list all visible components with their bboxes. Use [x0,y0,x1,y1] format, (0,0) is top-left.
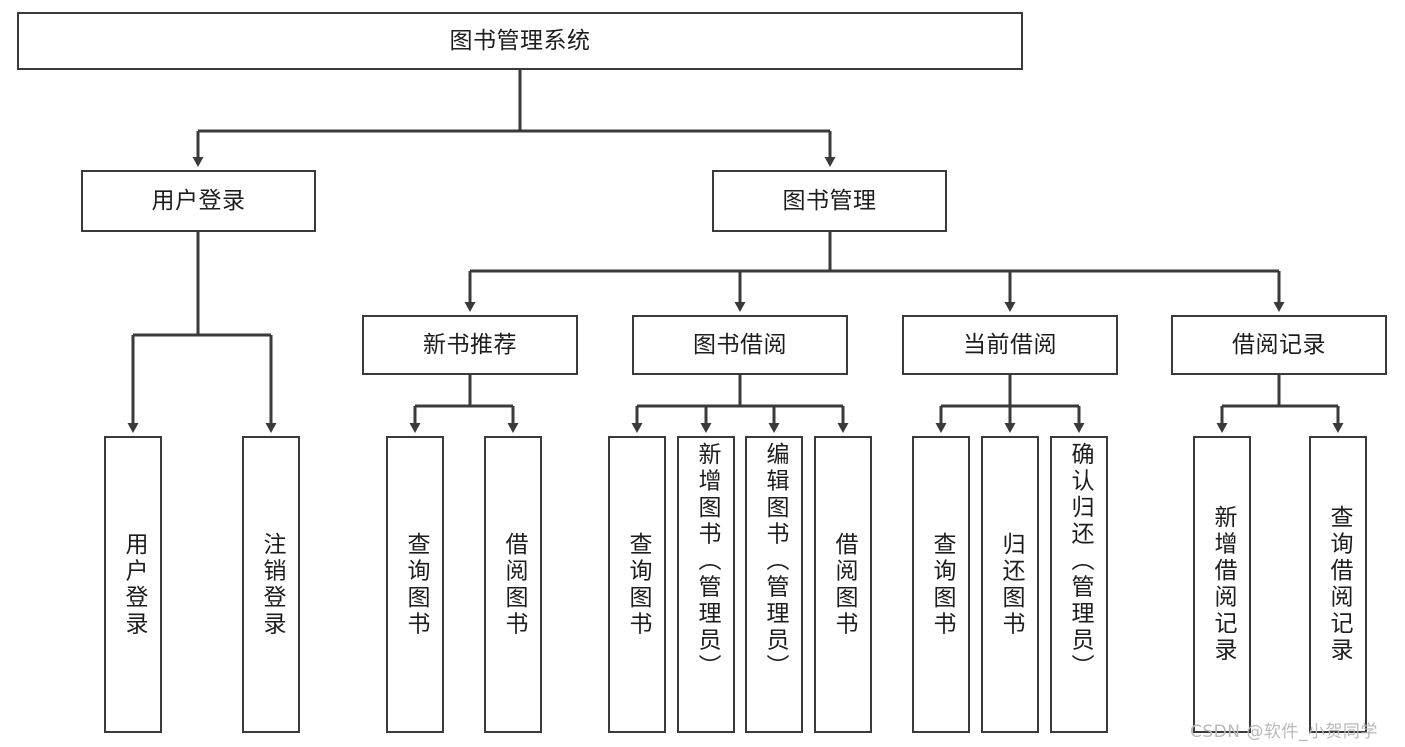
node-label: 新书推荐 [423,331,517,358]
leaf-borrow-book[interactable]: 借阅图书 [814,436,872,733]
node-label: 图书管理 [782,187,877,214]
leaf-confirm-return-admin[interactable]: 确认归还（管理员） [1050,436,1108,733]
node-root-book-management-system[interactable]: 图书管理系统 [17,12,1023,70]
leaf-query-book-current[interactable]: 查询图书 [912,436,970,733]
node-label: 图书借阅 [693,331,787,358]
node-label: 编辑图书（管理员） [761,442,788,681]
leaf-edit-book-admin[interactable]: 编辑图书（管理员） [745,436,803,733]
node-label: 借阅记录 [1232,331,1326,358]
node-label: 借阅图书 [500,531,527,638]
node-label: 查询图书 [624,531,651,638]
node-book-management[interactable]: 图书管理 [712,170,947,232]
leaf-query-borrow-record[interactable]: 查询借阅记录 [1309,436,1367,733]
node-label: 查询借阅记录 [1325,505,1352,664]
node-borrow-record[interactable]: 借阅记录 [1171,315,1387,375]
leaf-add-book-admin[interactable]: 新增图书（管理员） [677,436,735,733]
leaf-return-book[interactable]: 归还图书 [981,436,1039,733]
node-label: 新增图书（管理员） [693,442,720,681]
node-label: 借阅图书 [830,531,857,638]
node-book-borrow[interactable]: 图书借阅 [632,315,848,375]
leaf-borrow-book-recommend[interactable]: 借阅图书 [484,436,542,733]
node-label: 归还图书 [997,531,1024,638]
node-label: 注销登录 [258,531,285,638]
leaf-add-borrow-record[interactable]: 新增借阅记录 [1193,436,1251,733]
node-label: 查询图书 [402,531,429,638]
node-label: 新增借阅记录 [1209,505,1236,664]
node-label: 用户登录 [151,187,246,214]
node-new-book-recommend[interactable]: 新书推荐 [362,315,578,375]
leaf-user-logout[interactable]: 注销登录 [242,436,300,733]
node-user-login[interactable]: 用户登录 [81,170,316,232]
leaf-query-book-borrow[interactable]: 查询图书 [608,436,666,733]
node-label: 图书管理系统 [449,27,591,54]
leaf-user-login[interactable]: 用户登录 [104,436,162,733]
node-label: 当前借阅 [963,331,1057,358]
node-current-borrow[interactable]: 当前借阅 [902,315,1118,375]
leaf-query-book-recommend[interactable]: 查询图书 [386,436,444,733]
node-label: 用户登录 [120,531,147,638]
node-label: 确认归还（管理员） [1066,442,1093,681]
node-label: 查询图书 [928,531,955,638]
watermark-csdn: CSDN @软件_小贺同学 [1190,722,1378,742]
